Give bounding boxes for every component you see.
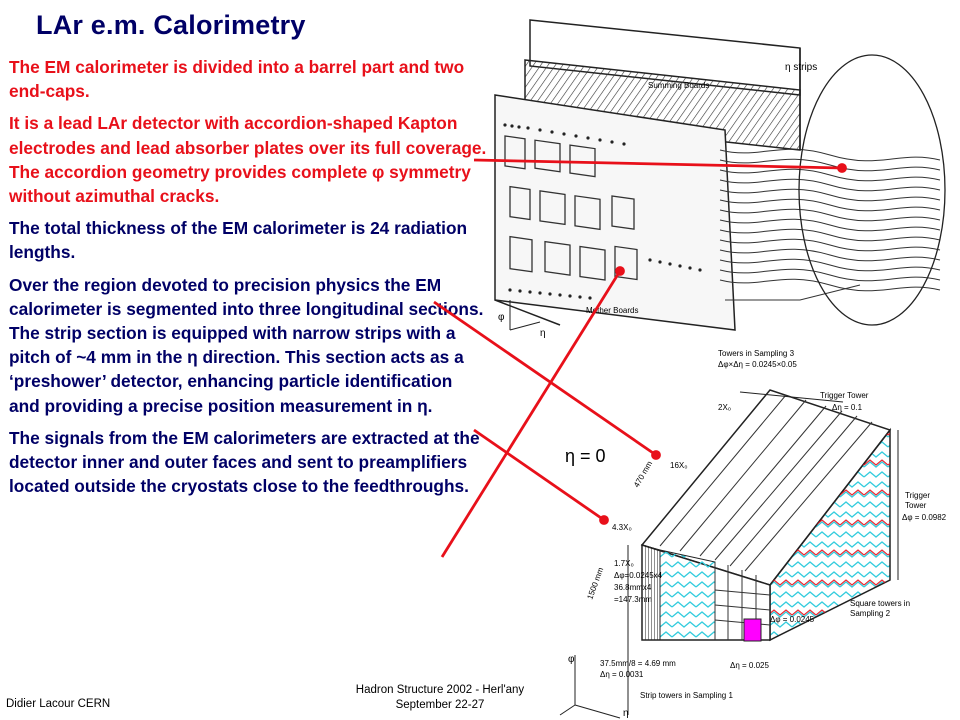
deta-0025-label: Δη = 0.025 <box>730 661 769 670</box>
pointer-preshower-line <box>473 428 605 522</box>
pointer-preshower-dot <box>599 515 609 525</box>
towers-sampling3-label: Towers in Sampling 3 <box>718 349 795 358</box>
magenta-tower-cell <box>743 618 762 642</box>
strip-deta-label: Δη = 0.0031 <box>600 670 644 679</box>
paragraph-accordion: It is a lead LAr detector with accordion… <box>9 113 487 207</box>
square-towers-label-2: Sampling 2 <box>850 609 891 618</box>
strip-towers-label: Strip towers in Sampling 1 <box>640 691 733 700</box>
dphi-4x-label: Δφ=0.0245x4 <box>614 571 663 580</box>
bottom-phi-axis-label: φ <box>568 654 575 665</box>
dphi-00245-label: Δφ = 0.0245 <box>770 615 815 624</box>
paragraph-thickness: The total thickness of the EM calorimete… <box>9 218 468 263</box>
footer-conference: Hadron Structure 2002 - Herl'any <box>355 684 525 696</box>
paragraph-barrel-endcaps: The EM calorimeter is divided into a bar… <box>9 57 465 102</box>
x0-17-label: 1.7X₀ <box>614 559 634 568</box>
trigger-tower-right-1: Trigger <box>905 491 930 500</box>
barrel-module-figure: φ η η strips Summing Boards Mother Board… <box>494 19 946 339</box>
paragraph-segmentation: Over the region devoted to precision phy… <box>9 274 484 416</box>
trigger-tower-top-label: Trigger Tower <box>820 391 869 400</box>
pointer-thickness-line <box>433 300 657 457</box>
x0-2-label: 2X₀ <box>718 403 731 412</box>
trigger-tower-deta: Δη = 0.1 <box>832 403 863 412</box>
bottom-eta-axis-label: η <box>623 708 629 719</box>
pointer-signals-dot <box>615 266 625 276</box>
eta-zero-label: η = 0 <box>565 446 606 466</box>
towers-sampling3-size: Δφ×Δη = 0.0245×0.05 <box>718 360 797 369</box>
tower-geometry-figure: Towers in Sampling 3 Δφ×Δη = 0.0245×0.05… <box>559 349 947 719</box>
footer-author: Didier Lacour CERN <box>6 698 111 710</box>
trigger-tower-right-dphi: Δφ = 0.0982 <box>902 513 947 522</box>
slide-body: The EM calorimeter is divided into a bar… <box>9 55 487 506</box>
length-1500-label: 1500 mm <box>585 566 605 601</box>
pointer-lines <box>433 158 847 558</box>
trigger-tower-right-2: Tower <box>905 501 927 510</box>
strip-pitch-label: 37.5mm/8 = 4.69 mm <box>600 659 676 668</box>
summing-boards-label: Summing Boards <box>648 81 709 90</box>
pointer-accordion-line <box>473 158 843 170</box>
eta-strips-label: η strips <box>785 62 817 73</box>
pointer-thickness-dot <box>651 450 661 460</box>
footer-dates: September 22-27 <box>395 699 485 711</box>
x0-16-label: 16X₀ <box>670 461 688 470</box>
mm-147-label: =147.3mm <box>614 595 652 604</box>
pointer-signals-line <box>440 270 622 558</box>
length-470-label: 470 mm <box>632 459 654 489</box>
top-eta-axis-label: η <box>540 328 546 339</box>
pointer-accordion-dot <box>837 163 847 173</box>
paragraph-signals: The signals from the EM calorimeters are… <box>9 427 480 497</box>
slide-title: LAr e.m. Calorimetry <box>36 10 306 40</box>
square-towers-label-1: Square towers in <box>850 599 910 608</box>
x0-45-label: 4.3X₀ <box>612 523 632 532</box>
detail-ellipse <box>798 54 946 326</box>
mother-boards-label: Mother Boards <box>586 306 638 315</box>
mm-368-label: 36.8mmx4 <box>614 583 652 592</box>
footer-conference-block: Hadron Structure 2002 - Herl'any Septemb… <box>280 683 600 713</box>
top-phi-axis-label: φ <box>498 312 505 323</box>
